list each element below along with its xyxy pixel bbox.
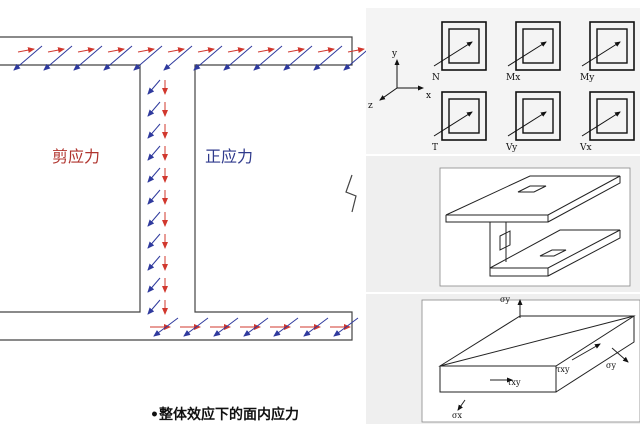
- force-symbol-label: My: [580, 73, 595, 83]
- shear-stress-arrow: [223, 45, 253, 71]
- shear-stress-arrow: [147, 167, 161, 183]
- shear-stress-arrow: [213, 317, 239, 337]
- shear-stress-arrow: [147, 255, 161, 271]
- shear-stress-arrow: [333, 317, 359, 337]
- label-tau-xy-front: τxy: [507, 378, 521, 387]
- normal-stress-arrow: [317, 47, 335, 54]
- force-diagram-My: My: [580, 21, 635, 83]
- top-flange-arrows: [13, 45, 373, 71]
- web-arrows: [147, 79, 168, 315]
- shear-stress-arrow: [243, 317, 269, 337]
- shear-stress-arrow: [43, 45, 73, 71]
- break-mark: [345, 174, 357, 213]
- label-tau-xy-side: τxy: [556, 365, 570, 374]
- force-symbol-label: T: [432, 143, 438, 153]
- force-diagram-grid: N Mx MyT Vy Vx: [432, 21, 635, 153]
- shear-stress-arrow: [147, 211, 161, 227]
- force-diagram-Mx: Mx: [506, 21, 561, 83]
- shear-stress-arrow: [147, 123, 161, 139]
- figure-caption: •整体效应下的面内应力: [150, 407, 299, 423]
- shear-stress-arrow: [153, 317, 179, 337]
- force-diagram-N: N: [432, 21, 487, 83]
- shear-stress-arrow: [147, 233, 161, 249]
- normal-stress-arrow: [257, 47, 275, 54]
- shear-stress-arrow: [273, 317, 299, 337]
- axis-z-label: z: [368, 101, 373, 111]
- ibeam-panel: [366, 156, 640, 292]
- label-sigma-y-top: σy: [500, 295, 510, 304]
- force-symbol-label: Vx: [579, 143, 592, 153]
- shear-stress-arrow: [283, 45, 313, 71]
- normal-stress-arrow: [347, 47, 365, 54]
- normal-stress-arrow: [107, 47, 125, 54]
- shear-stress-arrow: [253, 45, 283, 71]
- force-symbol-label: N: [432, 73, 440, 83]
- shear-stress-arrow: [133, 45, 163, 71]
- force-symbol-label: Mx: [506, 73, 520, 83]
- normal-stress-arrow: [137, 47, 155, 54]
- axis-y-label: y: [391, 49, 398, 59]
- normal-stress-arrow: [227, 47, 245, 54]
- normal-stress-arrow: [197, 47, 215, 54]
- shear-stress-arrow: [147, 101, 161, 117]
- normal-stress-arrow: [167, 47, 185, 54]
- shear-stress-arrow: [303, 317, 329, 337]
- normal-stress-arrow: [47, 47, 65, 54]
- normal-stress-arrow: [17, 47, 35, 54]
- shear-stress-arrow: [163, 45, 193, 71]
- shear-stress-arrow: [193, 45, 223, 71]
- axis-x-label: x: [426, 91, 431, 101]
- shear-stress-arrow: [147, 277, 161, 293]
- normal-stress-label: 正应力: [205, 147, 254, 166]
- bottom-flange-arrows: [150, 317, 359, 337]
- plate-panel: σy τxy σx τxy σy: [366, 294, 640, 424]
- shear-stress-arrow: [183, 317, 209, 337]
- normal-stress-arrow: [77, 47, 95, 54]
- shear-stress-arrow: [103, 45, 133, 71]
- force-diagram-T: T: [432, 91, 487, 153]
- shear-stress-label: 剪应力: [52, 147, 101, 166]
- force-symbol-label: Vy: [505, 143, 518, 153]
- label-sigma-x: σx: [452, 411, 462, 420]
- shear-stress-arrow: [147, 189, 161, 205]
- shear-stress-arrow: [147, 145, 161, 161]
- shear-stress-arrow: [313, 45, 343, 71]
- shear-stress-arrow: [13, 45, 43, 71]
- shear-stress-arrow: [147, 299, 161, 315]
- channel-section: [0, 36, 357, 341]
- force-diagram-Vy: Vy: [505, 91, 561, 153]
- shear-stress-arrow: [73, 45, 103, 71]
- internal-force-panel: y x z N Mx MyT Vy Vx: [366, 8, 640, 154]
- axis-triad: [379, 59, 424, 101]
- shear-stress-arrow: [147, 79, 161, 95]
- force-diagram-Vx: Vx: [579, 91, 635, 153]
- normal-stress-arrow: [287, 47, 305, 54]
- label-sigma-y-right: σy: [606, 361, 616, 370]
